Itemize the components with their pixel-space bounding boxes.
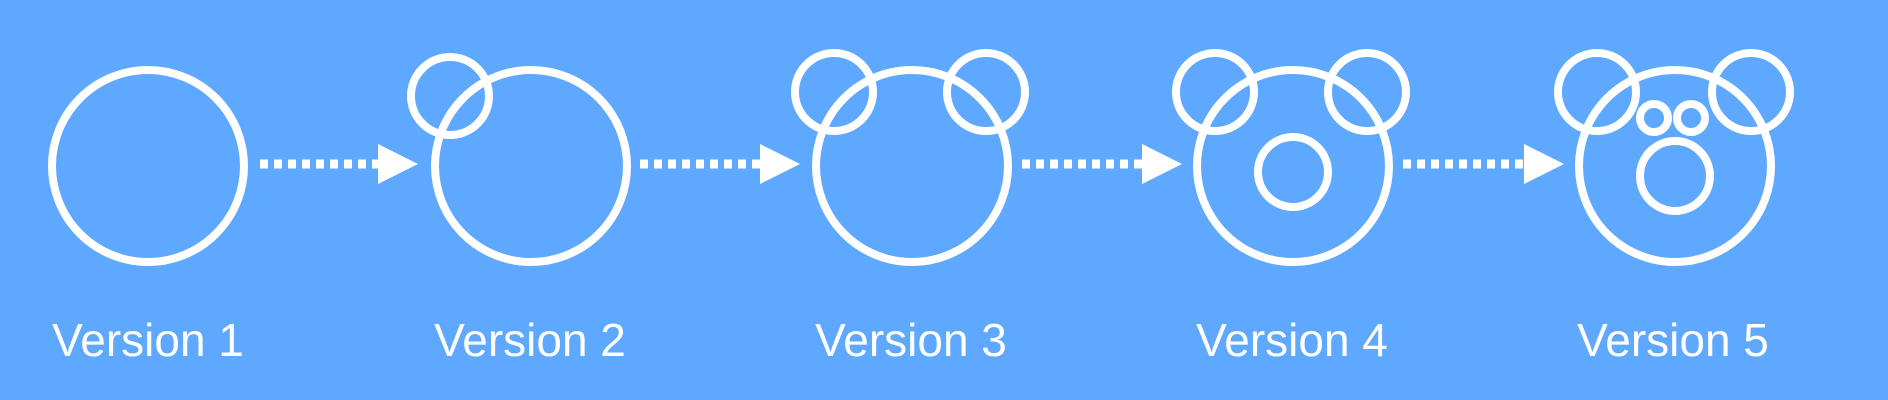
right-ear — [1324, 49, 1410, 135]
arrow-2-to-3 — [640, 144, 800, 184]
snout-circle — [1254, 133, 1332, 211]
right-ear — [1708, 49, 1794, 135]
face-circle — [48, 66, 248, 266]
bear-version-2 — [407, 53, 631, 266]
left-ear — [407, 53, 493, 139]
right-eye — [1673, 100, 1709, 136]
arrow-3-to-4 — [1022, 144, 1182, 184]
bear-version-4 — [1172, 49, 1410, 266]
arrow-1-to-2 — [260, 144, 418, 184]
arrow-4-to-5 — [1403, 144, 1564, 184]
face-circle — [812, 66, 1012, 266]
arrow-head — [760, 144, 800, 184]
face-circle — [1575, 66, 1775, 266]
arrow-head — [1524, 144, 1564, 184]
face-circle — [1193, 66, 1393, 266]
right-ear — [943, 49, 1029, 135]
bear-version-5 — [1554, 49, 1794, 266]
snout-circle — [1636, 137, 1714, 215]
left-ear — [791, 49, 877, 135]
version-2-label: Version 2 — [434, 314, 626, 366]
left-ear — [1554, 49, 1640, 135]
version-4-label: Version 4 — [1196, 314, 1388, 366]
arrow-head — [378, 144, 418, 184]
version-3-label: Version 3 — [815, 314, 1007, 366]
left-eye — [1636, 100, 1672, 136]
arrow-head — [1142, 144, 1182, 184]
bear-version-3 — [791, 49, 1029, 266]
left-ear — [1172, 49, 1258, 135]
bear-version-1 — [48, 66, 248, 266]
face-circle — [431, 66, 631, 266]
version-1-label: Version 1 — [52, 314, 244, 366]
version-5-label: Version 5 — [1577, 314, 1769, 366]
